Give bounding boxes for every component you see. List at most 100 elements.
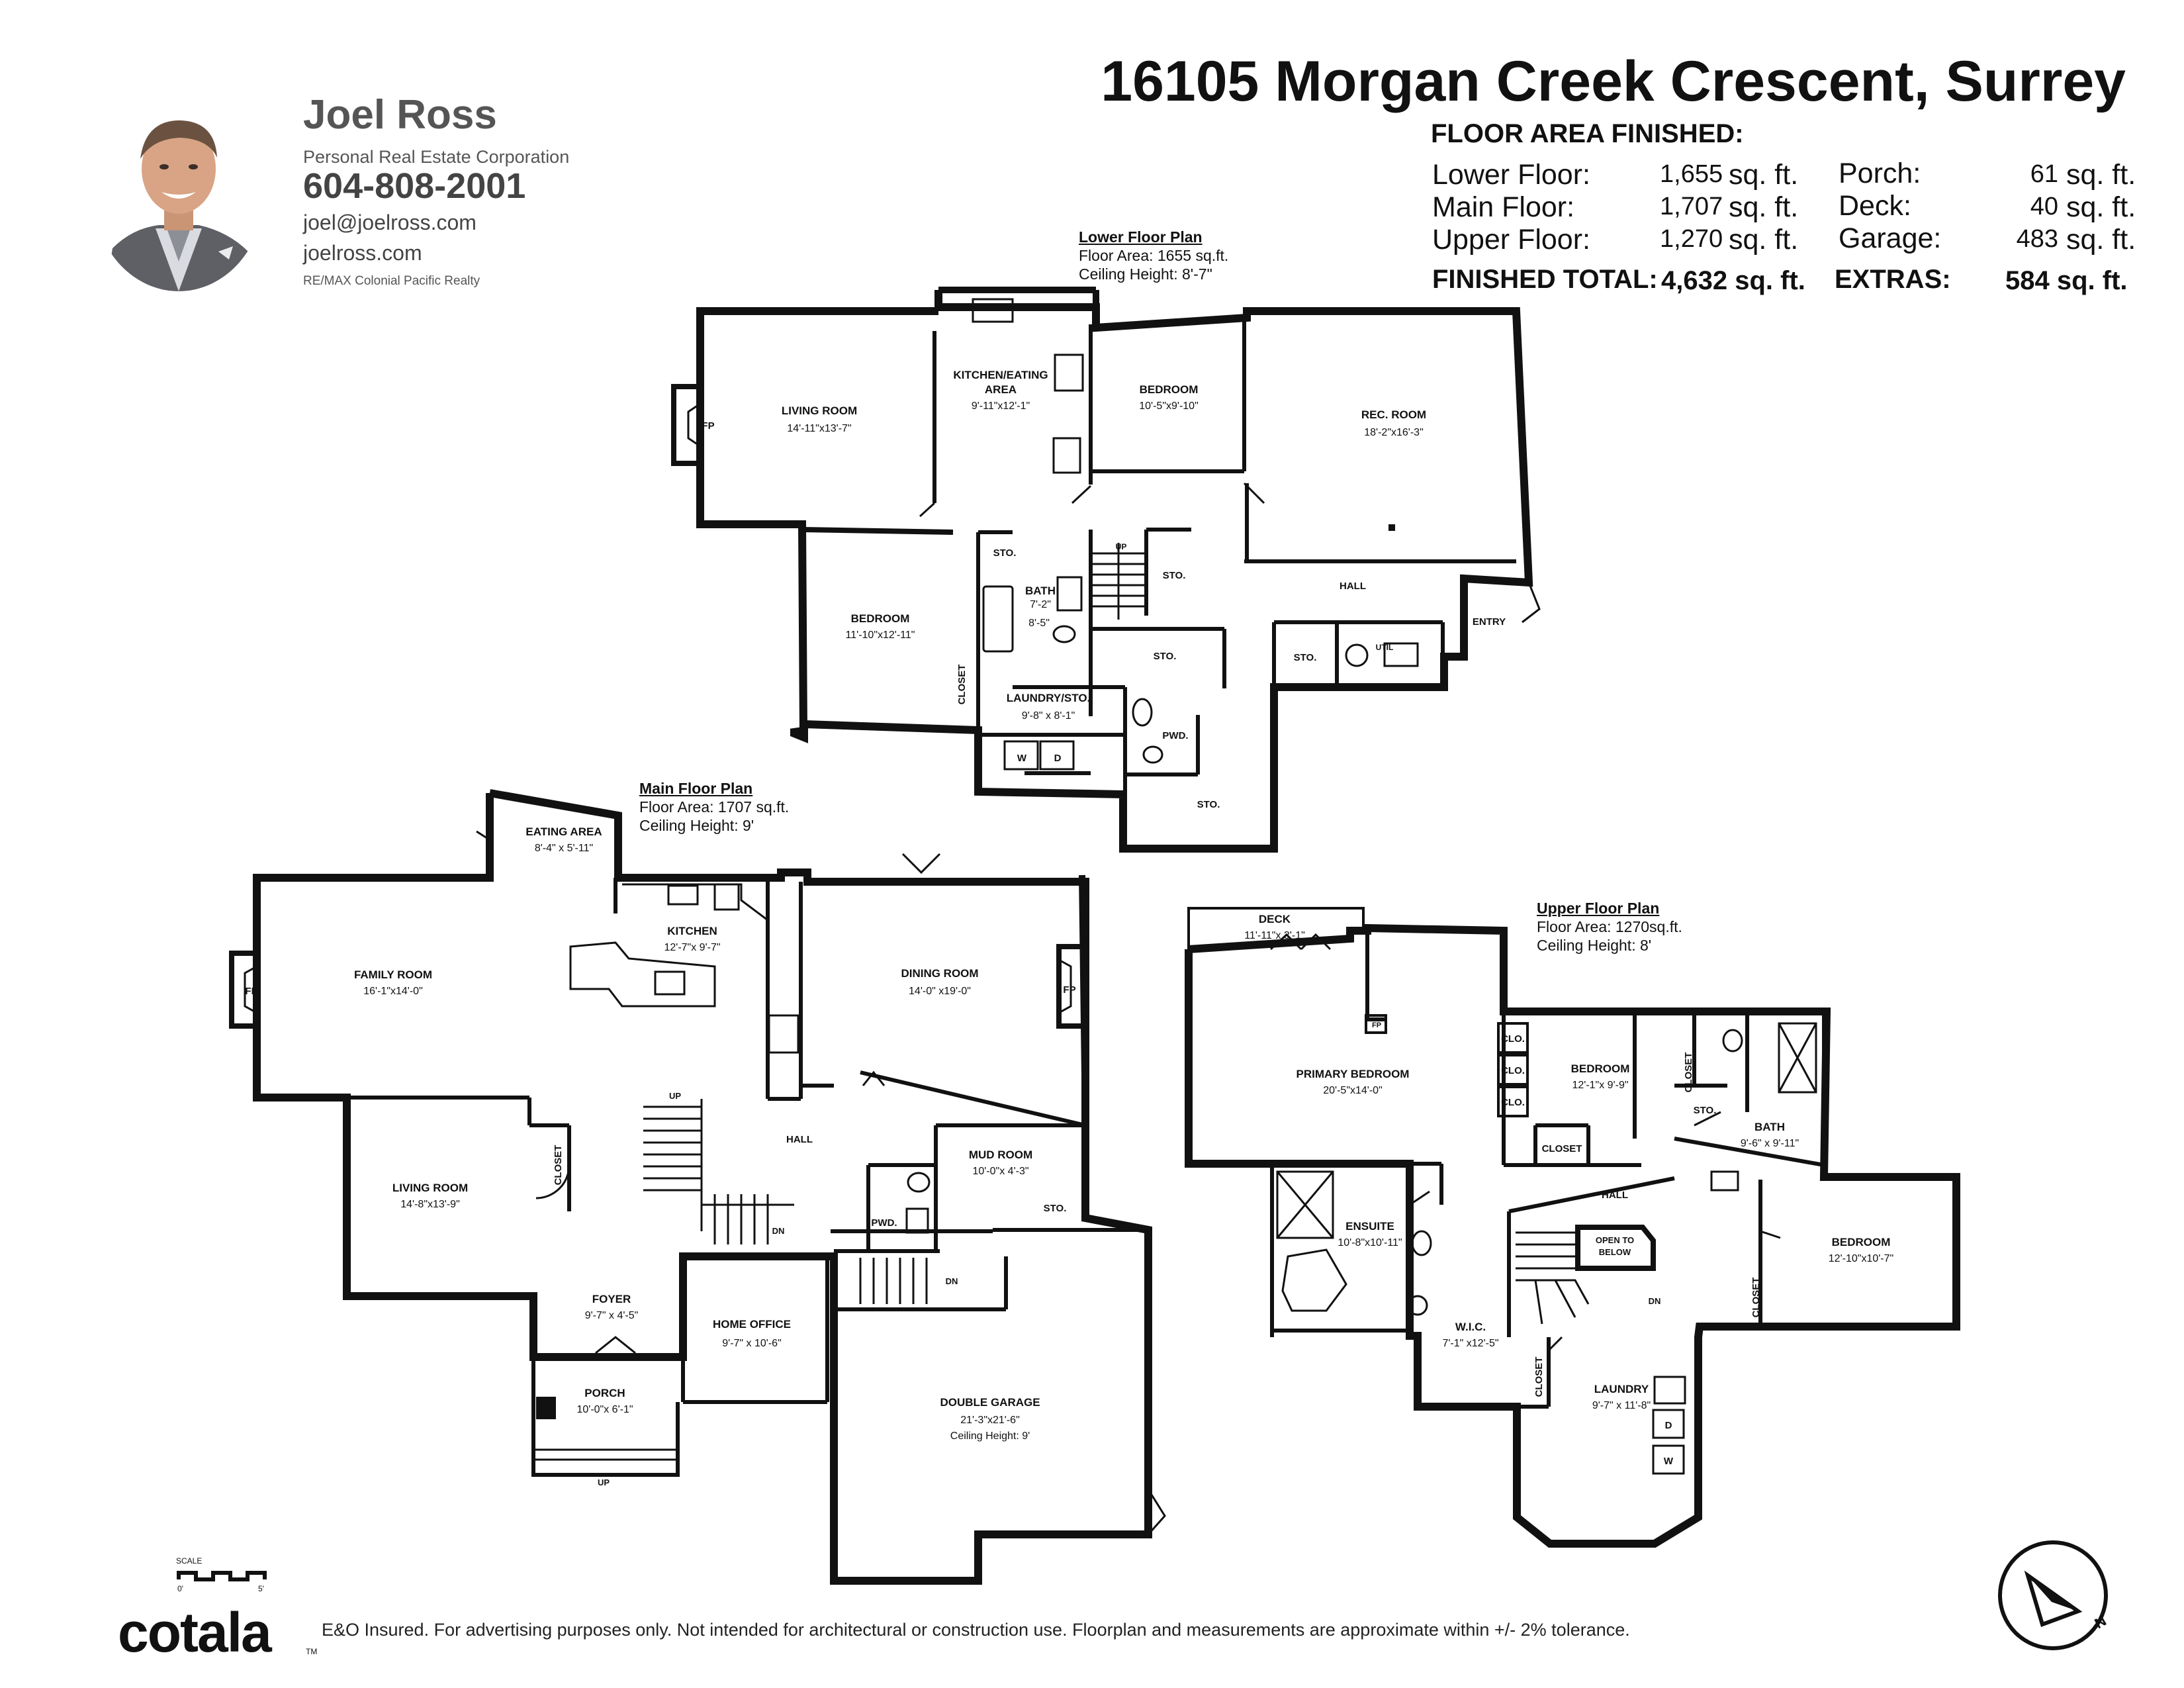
extras-label: Deck: [1839,190,1911,222]
extras-unit: sq. ft. [2066,191,2136,223]
lower-closet-label: CLOSET [956,665,968,705]
extras-value: 61 [2030,160,2058,188]
wic-dim: 7'-1" x12'-5" [1442,1338,1498,1349]
scale-five: 5' [258,1584,264,1593]
ensuite-dim: 10'-8"x10'-11" [1338,1237,1402,1248]
cotala-tm: TM [306,1647,318,1656]
upper-bath-label: BATH [1754,1121,1785,1133]
laundry-sto-label: LAUNDRY/STO. [1007,692,1091,704]
eating-area-label: EATING AREA [525,825,602,838]
disclaimer-text: E&O Insured. For advertising purposes on… [322,1620,1630,1640]
lower-fp-label: FP [702,420,714,432]
agent-corporation: Personal Real Estate Corporation [303,147,570,167]
kitchen-dim: 12'-7"x 9'-7" [664,942,720,953]
upper-plan-area: Floor Area: 1270sq.ft. [1537,918,1682,935]
extras-total-value: 584 sq. ft. [2005,266,2128,295]
dining-room-label: DINING ROOM [901,967,978,980]
upper-dn-label: DN [1649,1296,1661,1306]
main-plan-area: Floor Area: 1707 sq.ft. [639,798,790,816]
lower-pwd-label: PWD. [1162,730,1188,741]
entry-label: ENTRY [1473,616,1506,628]
scale-zero: 0' [177,1584,183,1593]
rec-room-dim: 18'-2"x16'-3" [1364,427,1424,438]
main-plan-title: Main Floor Plan [639,780,753,797]
extras-total-label: EXTRAS: [1835,265,1951,294]
upper-closet-vertical: CLOSET [1751,1278,1762,1318]
upper-hall-label: HALL [1602,1190,1628,1201]
lower-living-room-dim: 14'-11"x13'-7" [787,423,851,434]
lower-bath-label: BATH [1025,585,1056,597]
open-to-below-label-2: BELOW [1599,1247,1631,1257]
floor-area-value: 1,270 [1660,225,1723,253]
garage-dn-label: DN [946,1276,958,1286]
sto-label: STO. [1154,651,1177,662]
upper-floor-plan [1185,907,1960,1548]
lower-up-label: UP [1116,542,1127,551]
floor-area-unit: sq. ft. [1729,159,1799,191]
upper-bedroom-dim: 12'-1"x 9'-9" [1572,1080,1628,1091]
extras-unit: sq. ft. [2066,224,2136,256]
main-plan-label: Main Floor Plan Floor Area: 1707 sq.ft. … [639,779,789,835]
dryer-label: D [1665,1420,1672,1431]
clo-label: CLO. [1501,1065,1525,1076]
kitchen-label: KITCHEN [667,925,717,937]
dryer-label: D [1054,753,1062,764]
main-living-room-label: LIVING ROOM [392,1182,468,1194]
scale-bar [177,1571,267,1581]
upper-closet-vertical: CLOSET [1683,1053,1694,1093]
lower-bedroom-dim: 10'-5"x9'-10" [1139,400,1199,412]
agent-name: Joel Ross [303,92,497,138]
extras-unit: sq. ft. [2066,159,2136,191]
open-to-below-label: OPEN TO [1596,1235,1634,1245]
dining-fp-label: FP [1063,984,1075,996]
agent-phone: 604-808-2001 [303,166,526,206]
clo-label: CLO. [1501,1097,1525,1108]
main-up-label: UP [669,1091,681,1101]
deck-dim: 11'-11"x 3'-1" [1244,930,1305,941]
washer-label: W [1664,1456,1674,1467]
washer-label: W [1017,753,1027,764]
laundry-label: LAUNDRY [1594,1383,1649,1395]
primary-bedroom-dim: 20'-5"x14'-0" [1323,1085,1383,1096]
cotala-logo: cotala [118,1601,272,1664]
porch-dim: 10'-0"x 6'-1" [576,1404,633,1415]
main-pwd-label: PWD. [871,1217,897,1229]
double-garage-ceiling: Ceiling Height: 9' [950,1430,1030,1442]
floor-area-value: 1,707 [1660,193,1723,220]
sto-label: STO. [1294,652,1317,663]
lower-plan-ceiling: Ceiling Height: 8'-7" [1079,265,1212,283]
lower-bath-dim1: 7'-2" [1030,599,1051,610]
main-living-room-dim: 14'-8"x13'-9" [400,1199,460,1210]
floor-area-unit: sq. ft. [1729,191,1799,223]
porch-label: PORCH [584,1387,625,1399]
agent-email: joel@joelross.com [303,211,477,234]
upper-bath-dim: 9'-6" x 9'-11" [1741,1138,1799,1149]
sto-label: STO. [993,547,1017,559]
agent-website: joelross.com [303,241,422,265]
sto-label: STO. [1197,799,1220,810]
laundry-dim: 9'-7" x 11'-8" [1592,1400,1651,1411]
extras-value: 40 [2030,193,2058,220]
laundry-sto-dim: 9'-8" x 8'-1" [1022,710,1075,722]
floor-area-heading: FLOOR AREA FINISHED: [1431,119,1744,148]
main-closet-label: CLOSET [553,1145,564,1186]
upper-closet-vertical: CLOSET [1533,1357,1545,1397]
lower-bath-dim2: 8'-5" [1028,618,1050,629]
ensuite-label: ENSUITE [1345,1220,1394,1233]
extras-label: Garage: [1839,222,1942,254]
clo-label: CLO. [1501,1033,1525,1045]
extras-label: Porch: [1839,158,1921,189]
family-room-dim: 16'-1"x14'-0" [363,986,423,997]
upper-bedroom-label: BEDROOM [1571,1062,1630,1075]
upper-sto-label: STO. [1694,1105,1717,1116]
sto-label: STO. [1163,570,1186,581]
scale-label: SCALE [176,1556,202,1566]
double-garage-dim: 21'-3"x21'-6" [960,1415,1020,1426]
upper-bedroom2-dim: 12'-10"x10'-7" [1829,1253,1893,1264]
finished-total-value: 4,632 sq. ft. [1661,266,1805,295]
lower-bedroom-label: BEDROOM [1140,383,1199,396]
lower-kitchen-label: KITCHEN/EATING [953,369,1048,381]
porch-up-label: UP [598,1477,610,1487]
compass-icon [1998,1540,2108,1650]
